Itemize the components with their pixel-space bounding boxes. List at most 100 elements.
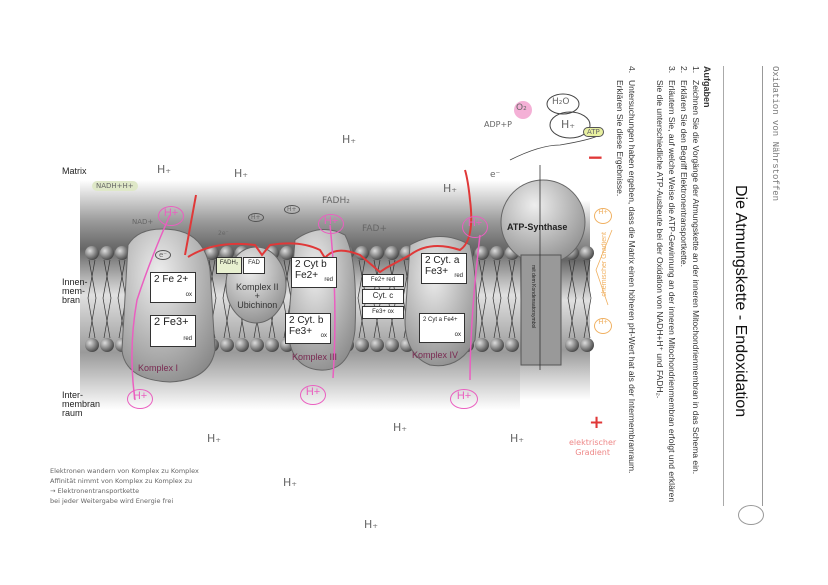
box-text: Cyt. c	[372, 291, 394, 300]
lipid-head	[565, 338, 579, 352]
task-2: Erklären Sie den Begriff Elektronentrans…	[679, 80, 689, 267]
lipid-head	[220, 338, 234, 352]
note-line: Gradient	[575, 448, 611, 457]
label-line: membran	[62, 399, 101, 409]
label-line: bran	[62, 295, 81, 305]
task-4: Untersuchungen haben ergeben, dass die M…	[627, 80, 637, 474]
proton-inter-1: H+	[127, 389, 153, 409]
cytc-box: Cyt. c	[362, 289, 404, 304]
e-note-2: e⁻	[490, 170, 501, 180]
header-divider	[762, 66, 763, 506]
lipid-tail	[102, 259, 112, 339]
label-line: Ubichinon	[237, 300, 278, 310]
lipid-head	[115, 246, 129, 260]
box-text: 2 Cyt. b Fe3+	[289, 315, 324, 337]
lipid-head	[490, 338, 504, 352]
lipid-head	[100, 246, 114, 260]
lipid-head	[385, 246, 399, 260]
k2-fad-box: FAD	[243, 257, 265, 274]
tasks-heading: Aufgaben	[702, 66, 712, 108]
label-line: Inter-	[62, 390, 84, 400]
task-3: Erläutern Sie, auf welche Weise die ATP-…	[667, 80, 677, 503]
proton-matrix-3: H+	[318, 214, 344, 234]
h-plus-cycle: H₊	[561, 118, 576, 131]
lipid-head	[370, 246, 384, 260]
lipid-head	[370, 338, 384, 352]
h-plus: H₊	[283, 476, 298, 489]
orange-h-bottom: H+	[594, 318, 612, 334]
k4-cyta-ox-box: 2 Cyt a Fe4+ox	[419, 313, 465, 343]
komplex-2-label: Komplex II+Ubichinon	[236, 283, 279, 310]
lipid-head	[85, 246, 99, 260]
k1-fe3-box: 2 Fe3+red	[150, 315, 196, 347]
atp-stalk-text: mit dem Kondensatorsymbol	[530, 265, 536, 329]
lipid-head	[220, 246, 234, 260]
h2o-note: H₂O	[552, 97, 570, 107]
task-4-cont: Erklären Sie diese Ergebnisse.	[615, 80, 625, 197]
lipid-tail	[477, 259, 487, 339]
task-3-num: 3.	[667, 66, 677, 74]
electron-path	[187, 169, 473, 274]
title-divider	[723, 66, 724, 506]
label-line: Innen-	[62, 277, 88, 287]
atp-synthase-stalk	[520, 254, 562, 366]
lipid-head	[205, 246, 219, 260]
box-sub: red	[324, 277, 333, 283]
lipid-head	[265, 338, 279, 352]
atp-note: ATP	[583, 127, 604, 137]
o2-note: O₂	[516, 103, 527, 113]
label-line: +	[254, 291, 260, 301]
box-text: 2 Cyt. a Fe3+	[425, 255, 460, 277]
task-3-cont: Sie die unterschiedliche ATP-Ausbeute be…	[655, 80, 665, 399]
k1-fe2-box: 2 Fe 2+ox	[150, 272, 196, 303]
proton-path-4	[469, 234, 481, 381]
adp-note: ADP+P	[484, 120, 512, 129]
nadh-note: NADH+H+	[92, 181, 138, 191]
k3-cytb-red-box: 2 Cyt b Fe2+red	[291, 257, 337, 288]
lipid-head	[85, 338, 99, 352]
proton-matrix-1: H+	[158, 206, 184, 226]
proton-inter-4: H+	[450, 389, 478, 409]
lipid-tail	[567, 259, 577, 339]
komplex-3-label: Komplex III	[292, 352, 338, 362]
subject-header: Oxidation von Nährstoffen	[770, 66, 780, 202]
e-note: e⁻	[155, 250, 172, 260]
note: Elektronen wandern von Komplex zu Komple…	[50, 467, 199, 475]
lipid-tail	[87, 259, 97, 339]
proton-path-1	[131, 214, 171, 401]
handwritten-notes: Elektronen wandern von Komplex zu Komple…	[50, 466, 199, 506]
label-line: Komplex II	[236, 282, 279, 292]
h-plus: H₊	[510, 432, 525, 445]
proton-path-3	[329, 224, 336, 379]
lipid-head	[355, 246, 369, 260]
lipid-head	[280, 246, 294, 260]
box-sub: ox	[320, 333, 327, 339]
box-text: Fe2+ red	[370, 277, 396, 283]
box-sub: red	[454, 273, 463, 279]
matrix-label: Matrix	[62, 166, 87, 176]
h-plus: H₊	[157, 163, 172, 176]
h-plus: H₊	[342, 133, 357, 146]
lipid-head	[580, 338, 594, 352]
lipid-head	[385, 338, 399, 352]
fadh2-note: FADH₂	[322, 196, 350, 206]
k3-cytb-ox-box: 2 Cyt. b Fe3+ox	[285, 313, 331, 344]
2e-note: 2e⁻	[218, 230, 229, 237]
box-sub: ox	[185, 292, 192, 298]
k2-fadh2-box: FADH₂	[216, 257, 242, 274]
proton-inter-3: H+	[300, 385, 326, 405]
komplex-4-label: Komplex IV	[412, 350, 459, 360]
h-plus: H₊	[364, 518, 379, 531]
lipid-tail	[492, 259, 502, 339]
atp-synthase-label: ATP-Synthase	[507, 222, 568, 232]
task-4-num: 4.	[627, 66, 637, 74]
inner-membrane-label: Innen-mem-bran	[62, 278, 88, 305]
cytc-fe3-box: Fe3+ ox	[362, 306, 404, 319]
note: → Elektronentransportkette	[50, 487, 140, 495]
lipid-head	[355, 338, 369, 352]
box-text: 2 Cyt a Fe4+	[423, 317, 458, 323]
h-plus: H₊	[393, 421, 408, 434]
lipid-head	[505, 338, 519, 352]
